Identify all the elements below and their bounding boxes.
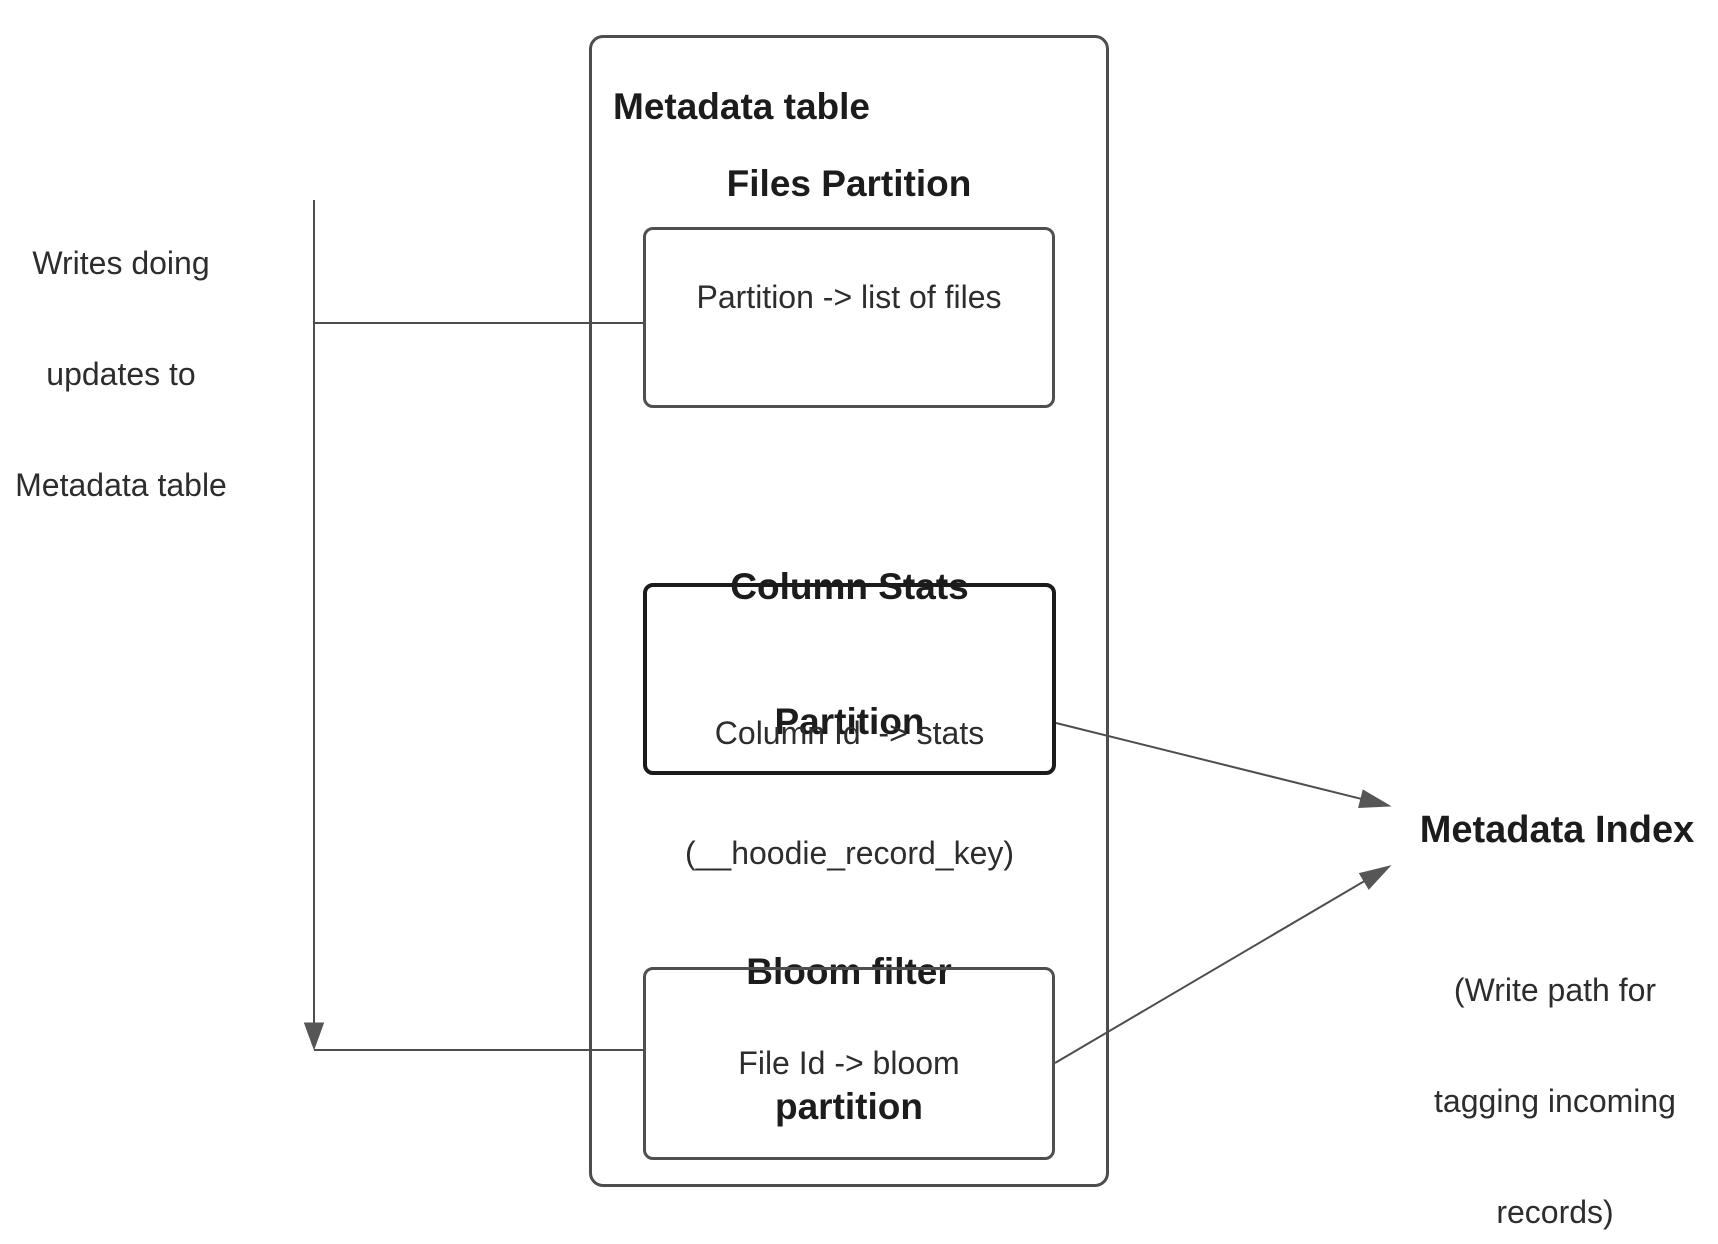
metadata-table-box (589, 35, 1109, 1187)
up-right-arrowhead-icon (1358, 865, 1392, 890)
files-partition-heading: Files Partition (726, 163, 972, 204)
metadata-index-caption-line: (Write path for (1453, 972, 1657, 1008)
writes-note-line: Metadata table (15, 467, 227, 503)
bloom-filter-value: File Id -> bloom (738, 1045, 960, 1081)
column-stats-value-line: (__hoodie_record_key) (684, 835, 1015, 871)
bloom-filter-heading-line: partition (775, 1086, 923, 1127)
column-stats-box (643, 583, 1056, 775)
metadata-index-caption-line: records) (1496, 1194, 1614, 1230)
right-arrowhead-icon (1358, 789, 1392, 809)
files-partition-value: Partition -> list of files (696, 279, 1002, 315)
metadata-index-caption: (Write path for tagging incoming records… (1388, 898, 1718, 1244)
bloom-filter-heading: Bloom filter partition (643, 859, 1055, 1219)
metadata-index-title: Metadata Index (1419, 809, 1695, 851)
files-partition-box (643, 227, 1055, 408)
column-stats-heading-line: Partition (774, 701, 925, 742)
metadata-index-caption-line: tagging incoming (1434, 1083, 1676, 1119)
writes-note: Writes doing updates to Metadata table (0, 171, 242, 578)
metadata-table-title: Metadata table (613, 86, 871, 127)
column-stats-value-line: Column Id -> stats (714, 715, 985, 751)
writes-note-line: Writes doing (32, 245, 210, 281)
bloom-filter-box (643, 967, 1055, 1160)
column-stats-value: Column Id -> stats (__hoodie_record_key) (643, 633, 1056, 953)
writes-note-line: updates to (46, 356, 196, 392)
down-arrowhead-icon (303, 1022, 325, 1051)
bloom-filter-heading-line: Bloom filter (746, 951, 952, 992)
